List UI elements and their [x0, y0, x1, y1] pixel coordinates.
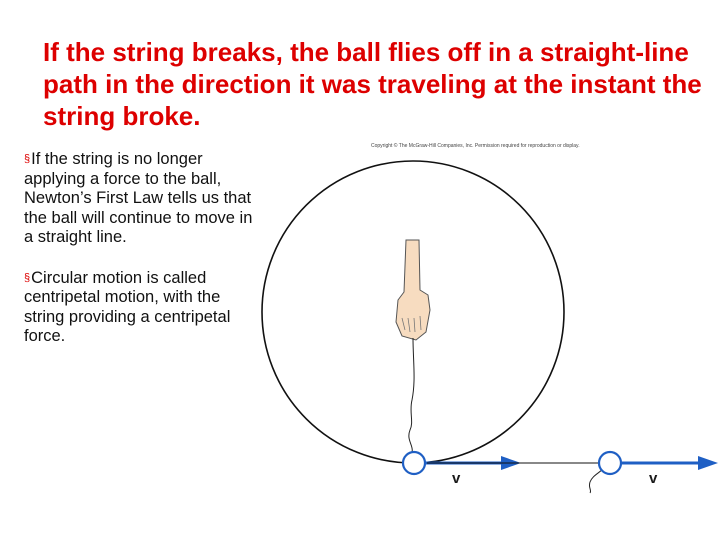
string: [408, 337, 415, 453]
ball: [597, 450, 623, 476]
velocity-label: v: [452, 470, 461, 487]
copyright-notice: Copyright © The McGraw-Hill Companies, I…: [371, 143, 580, 149]
bullet-marker-icon: §: [24, 153, 31, 165]
velocity-arrow: [622, 456, 718, 470]
bullet-marker-icon: §: [24, 271, 31, 284]
ball: [401, 450, 427, 476]
hand-icon: [395, 239, 431, 341]
bullet-item: §Circular motion is called centripetal m…: [24, 269, 264, 347]
bullet-item: §If the string is no longer applying a f…: [24, 150, 264, 248]
bullet-text: Circular motion is called centripetal mo…: [24, 268, 231, 346]
velocity-label: v: [649, 470, 658, 487]
slide-title: If the string breaks, the ball flies off…: [43, 37, 702, 131]
bullet-list: §If the string is no longer applying a f…: [24, 150, 264, 368]
bullet-text: If the string is no longer applying a fo…: [24, 150, 253, 246]
